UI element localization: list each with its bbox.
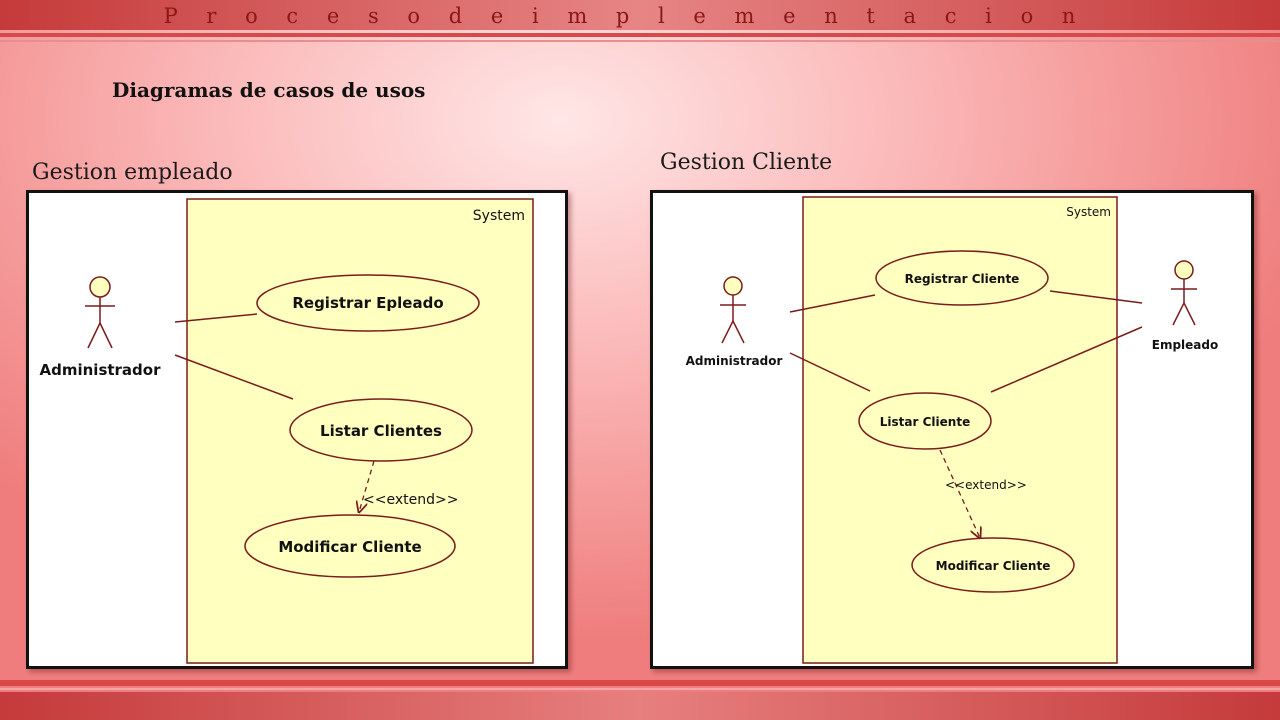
diagram-left-svg: System Administrador Registrar Epleado L… (40, 198, 534, 664)
association-line (1049, 290, 1143, 304)
use-case-listar (289, 398, 473, 462)
diagram-left-frame: System Administrador Registrar Epleado L… (26, 190, 568, 669)
use-case-registrar-label: Registrar Cliente (905, 272, 1020, 286)
extend-label: <<extend>> (945, 478, 1027, 492)
diagram-left-title: Gestion empleado (32, 160, 233, 185)
use-case-listar (858, 392, 992, 450)
actor-admin-icon (720, 276, 746, 344)
diagram-right-title: Gestion Cliente (660, 150, 833, 175)
footer-rule (0, 680, 1280, 686)
actor-admin-label: Administrador (40, 361, 162, 379)
use-case-registrar (875, 250, 1049, 306)
extend-arrow (939, 449, 980, 538)
use-case-modificar (244, 514, 456, 578)
extend-label: <<extend>> (363, 492, 458, 508)
use-case-modificar-label: Modificar Cliente (278, 538, 421, 556)
actor-admin-label: Administrador (686, 354, 783, 368)
footer-rule-thin (0, 688, 1280, 690)
footer-bar (0, 692, 1280, 720)
actor-empleado-icon (1171, 260, 1197, 326)
system-label: System (473, 208, 525, 224)
actor-admin-icon (85, 276, 115, 349)
section-heading: Diagramas de casos de usos (112, 78, 426, 102)
header-bar (0, 0, 1280, 30)
use-case-listar-label: Listar Clientes (320, 422, 442, 440)
use-case-modificar-label: Modificar Cliente (936, 559, 1051, 573)
use-case-registrar (256, 274, 480, 332)
association-line (789, 294, 876, 313)
use-case-listar-label: Listar Cliente (880, 415, 970, 429)
system-label: System (1066, 205, 1111, 219)
association-line (174, 354, 294, 400)
association-line (174, 313, 258, 323)
header-rule-thin (0, 40, 1280, 42)
use-case-registrar-label: Registrar Epleado (292, 294, 443, 312)
actor-empleado-label: Empleado (1152, 338, 1218, 352)
association-line (789, 352, 871, 392)
use-case-modificar (911, 537, 1075, 593)
diagram-right-svg: System Administrador Empleado Registrar … (686, 196, 1218, 664)
association-line (990, 326, 1143, 393)
slide-title: P r o c e s o d e i m p l e m e n t a c … (163, 4, 1087, 28)
header-rule (0, 33, 1280, 37)
diagram-right-frame: System Administrador Empleado Registrar … (650, 190, 1254, 669)
